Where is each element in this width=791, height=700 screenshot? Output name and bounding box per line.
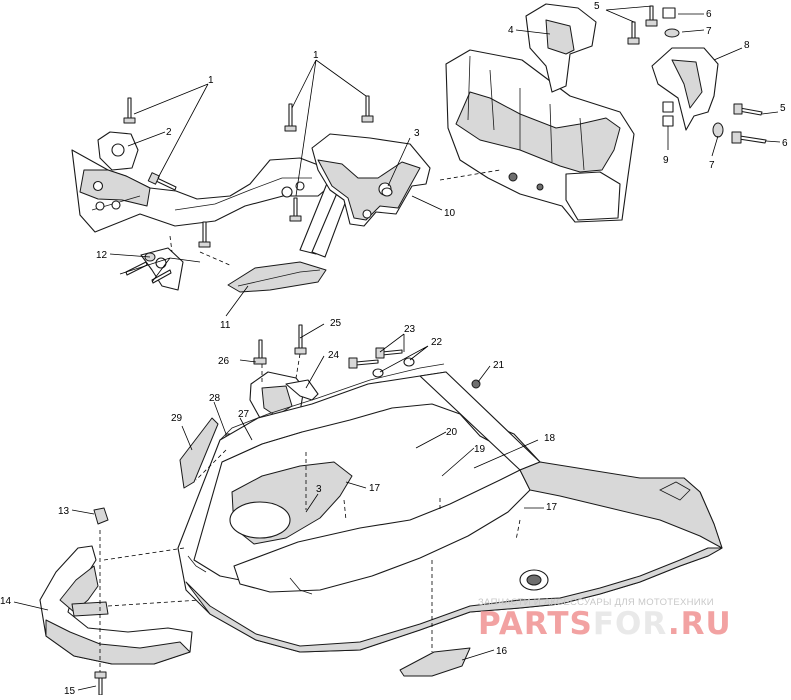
callout-label: 3 bbox=[316, 484, 322, 495]
callout-label: 20 bbox=[446, 427, 458, 438]
watermark-brand: PARTSFOR.RU bbox=[478, 606, 778, 642]
watermark: ЗАПЧАСТИ И АКСЕССУАРЫ ДЛЯ МОТОТЕХНИКИ PA… bbox=[478, 597, 778, 642]
front-frame-assembly bbox=[71, 131, 351, 293]
callout-label: 23 bbox=[404, 324, 416, 335]
panel-29 bbox=[179, 417, 219, 489]
callout-label: 4 bbox=[508, 25, 514, 36]
callout-label: 5 bbox=[780, 103, 786, 114]
callout-label: 17 bbox=[546, 502, 558, 513]
callout-label: 7 bbox=[706, 26, 712, 37]
callout-label: 2 bbox=[166, 127, 172, 138]
callout-label: 24 bbox=[328, 350, 340, 361]
assembly-lines bbox=[99, 169, 521, 672]
callout-label: 3 bbox=[414, 128, 420, 139]
callout-label: 1 bbox=[313, 50, 319, 61]
callout-label: 18 bbox=[544, 433, 556, 444]
callout-label: 5 bbox=[594, 1, 600, 12]
watermark-tagline: ЗАПЧАСТИ И АКСЕССУАРЫ ДЛЯ МОТОТЕХНИКИ bbox=[478, 597, 714, 608]
callout-label: 13 bbox=[58, 506, 70, 517]
belly-pan-assembly bbox=[177, 363, 723, 653]
callout-label: 25 bbox=[330, 318, 342, 329]
callout-label: 6 bbox=[782, 138, 788, 149]
callout-label: 11 bbox=[220, 320, 231, 331]
plate-16 bbox=[399, 647, 471, 677]
watermark-brand-part2: FOR bbox=[592, 606, 668, 642]
watermark-brand-part1: PARTS bbox=[478, 606, 593, 642]
callout-label: 14 bbox=[0, 596, 12, 607]
callout-label: 10 bbox=[444, 208, 456, 219]
callout-label: 7 bbox=[709, 160, 715, 171]
callout-label: 9 bbox=[663, 155, 669, 166]
callout-label: 6 bbox=[706, 9, 712, 20]
steering-bracket-10 bbox=[311, 133, 431, 227]
rear-frame-assembly bbox=[445, 3, 719, 223]
callout-label: 16 bbox=[496, 646, 508, 657]
callout-label: 29 bbox=[171, 413, 183, 424]
leader-lines bbox=[13, 5, 781, 691]
callout-label: 28 bbox=[209, 393, 221, 404]
callout-label: 12 bbox=[96, 250, 108, 261]
callout-label: 22 bbox=[431, 337, 443, 348]
callout-label: 15 bbox=[64, 686, 76, 695]
front-bumper-14 bbox=[39, 545, 193, 665]
callout-label: 27 bbox=[238, 409, 250, 420]
callout-label: 19 bbox=[474, 444, 486, 455]
callout-label: 8 bbox=[744, 40, 750, 51]
callout-label: 1 bbox=[208, 75, 214, 86]
callout-label: 21 bbox=[493, 360, 505, 371]
watermark-brand-part3: .RU bbox=[667, 606, 732, 642]
callout-label: 17 bbox=[369, 483, 381, 494]
callout-label: 26 bbox=[218, 356, 230, 367]
